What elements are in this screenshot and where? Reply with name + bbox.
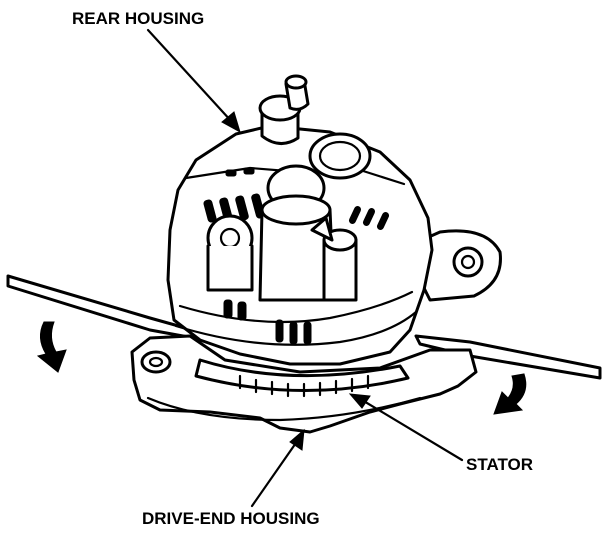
right-rotation-arrow-icon: [493, 373, 527, 415]
rear-housing-leader: [146, 28, 241, 134]
rear-housing-shape: [166, 124, 434, 366]
stator-leader: [348, 393, 464, 462]
drive-end-housing-leader: [250, 428, 305, 508]
drive-end-housing-label: DRIVE-END HOUSING: [142, 509, 320, 528]
stator-shape: [194, 358, 410, 398]
left-rotation-arrow-icon: [36, 321, 67, 373]
top-terminal-cap: [258, 74, 310, 145]
stator-label: STATOR: [466, 455, 533, 474]
rear-housing-label: REAR HOUSING: [72, 9, 204, 28]
